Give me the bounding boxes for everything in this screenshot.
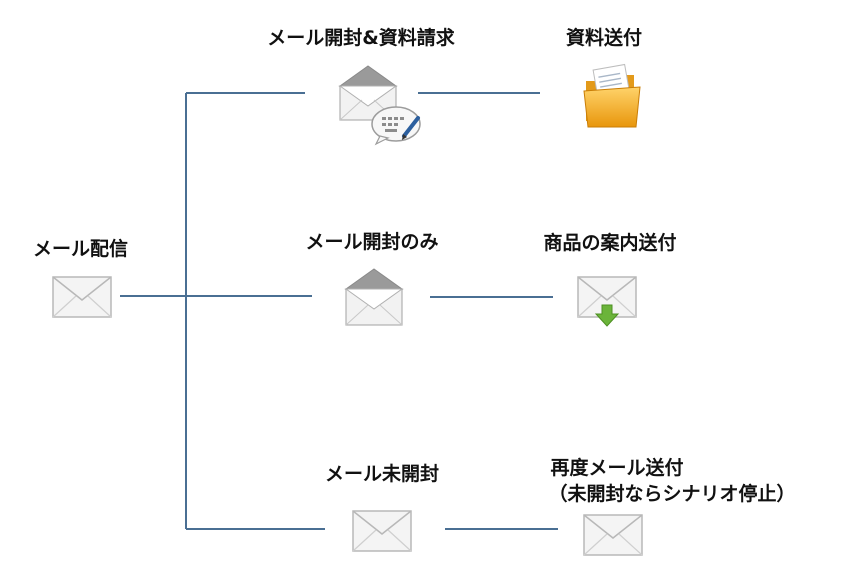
closed-envelope-icon	[52, 276, 112, 318]
open-envelope-icon	[344, 268, 404, 326]
node-label-unopened: メール未開封	[324, 463, 440, 485]
envelope-download-icon	[577, 276, 637, 327]
node-label-opened-only: メール開封のみ	[305, 231, 439, 253]
closed-envelope-icon	[352, 510, 412, 552]
node-label-opened-request: メール開封&資料請求	[267, 27, 455, 49]
node-label-resend: 再度メール送付	[550, 457, 684, 479]
node-sublabel-resend: （未開封ならシナリオ停止）	[548, 483, 796, 505]
open-envelope-chat-icon	[338, 65, 421, 146]
node-label-start: メール配信	[33, 238, 129, 260]
folder-documents-icon	[583, 63, 641, 128]
node-label-docs-sent: 資料送付	[565, 27, 643, 49]
node-label-product-info-sent: 商品の案内送付	[543, 232, 677, 254]
closed-envelope-icon	[583, 514, 643, 556]
